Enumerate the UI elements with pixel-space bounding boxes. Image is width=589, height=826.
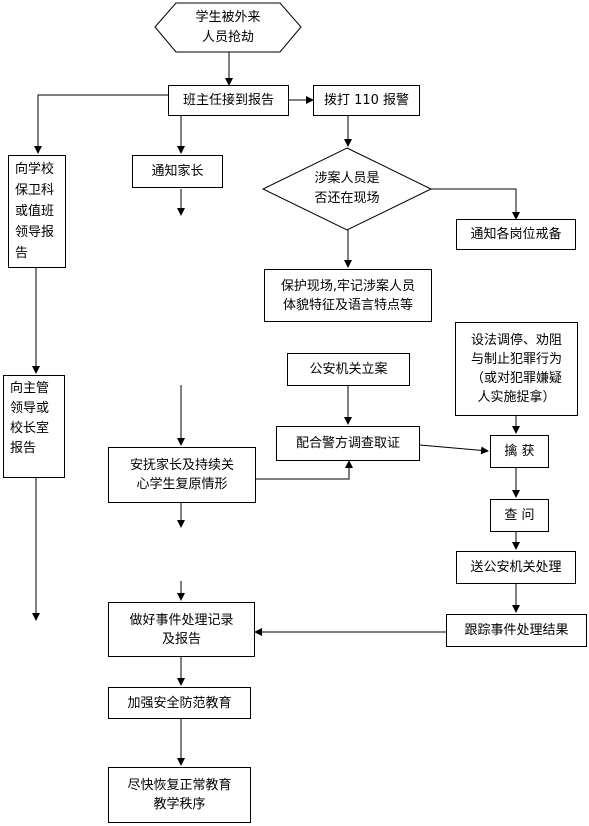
notify-parents-node: 通知家长 [132,155,223,188]
report-principal-node: 向主管 领导或 校长室 报告 [3,375,65,478]
comfort-node: 安抚家长及持续关 心学生复原情形 [108,447,256,503]
cooperate-node: 配合警方调查取证 [276,426,420,461]
send-police-node: 送公安机关处理 [456,551,576,584]
mediate-node: 设法调停、劝阻 与制止犯罪行为 （或对犯罪嫌疑 人实施捉拿） [455,322,578,416]
notify-posts-node: 通知各岗位戒备 [456,219,576,250]
police-case-node: 公安机关立案 [287,353,410,386]
teacher-report-node: 班主任接到报告 [168,85,289,116]
record-node: 做好事件处理记录 及报告 [108,602,255,657]
safety-education-node: 加强安全防范教育 [108,687,251,719]
restore-order-node: 尽快恢复正常教育 教学秩序 [108,767,251,823]
decision-diamond [261,147,433,231]
decision-node: 涉案人员是 否还在现场 [314,171,380,206]
report-security-node: 向学校 保卫科 或值班 领导报 告 [8,155,66,268]
capture-node: 擒 获 [490,435,549,468]
start-hexagon [154,2,302,53]
interrogate-node: 查 问 [490,499,549,532]
protect-scene-node: 保护现场,牢记涉案人员 体貌特征及语言特点等 [264,269,432,322]
call-police-node: 拨打 110 报警 [313,85,420,116]
track-node: 跟踪事件处理结果 [446,614,587,647]
start-node: 学生被外来 人员抢劫 [195,9,261,45]
